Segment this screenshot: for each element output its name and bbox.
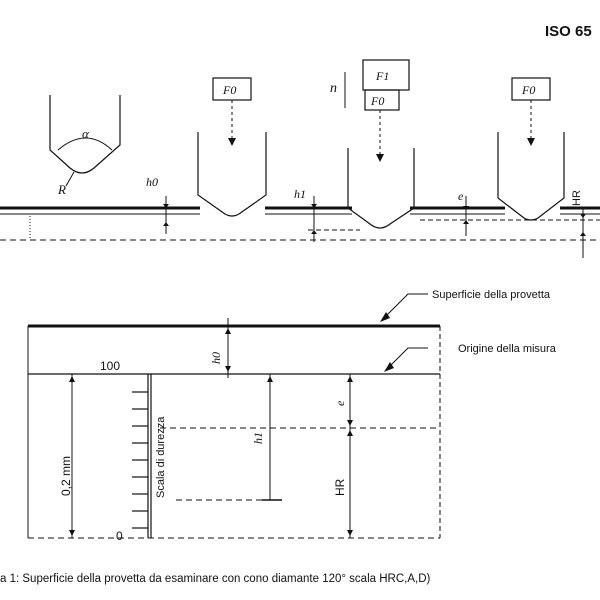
- indenter-preload: F0: [197, 77, 267, 217]
- force-f0-left-label: F0: [222, 83, 236, 97]
- scale-label: Scala di durezza: [155, 416, 167, 498]
- h1-dimension-bottom: h1: [251, 374, 282, 501]
- depth-label: 0,2 mm: [59, 456, 73, 496]
- e-dimension: e: [420, 189, 600, 236]
- indenter-total-load: F1 F0 n: [330, 59, 415, 229]
- e-label-bottom: e: [333, 400, 347, 406]
- h1-label-top: h1: [294, 187, 306, 201]
- top-figure: α R h0 F0 h1 F1: [0, 59, 600, 258]
- e-label-top: e: [458, 189, 464, 203]
- force-f0-middle-label: F0: [370, 94, 384, 108]
- indenter-recovery: F0: [497, 77, 565, 221]
- standard-number: ISO 65: [545, 23, 592, 40]
- radius-label: R: [57, 182, 66, 197]
- callout-origin-text: Origine della misura: [458, 343, 557, 355]
- hr-label-bottom: HR: [333, 478, 347, 496]
- bottom-figure: Superficie della provetta Origine della …: [27, 289, 557, 543]
- h0-label-top: h0: [146, 175, 158, 189]
- h0-label-bottom: h0: [209, 352, 223, 364]
- figure-caption: a 1: Superficie della provetta da esamin…: [0, 573, 430, 585]
- force-f1-label: F1: [375, 69, 389, 83]
- hr-label-top: HR: [571, 190, 583, 206]
- force-f0-right-label: F0: [521, 83, 535, 97]
- scale-top-value: 100: [100, 359, 120, 373]
- e-dimension-bottom: e: [333, 374, 353, 428]
- callout-surface-text: Superficie della provetta: [432, 289, 551, 301]
- h0-dimension: h0: [146, 175, 169, 234]
- force-mark: n: [330, 81, 337, 96]
- hr-dimension: HR: [571, 190, 586, 258]
- hr-dimension-bottom: HR: [333, 428, 353, 538]
- h1-dimension: h1: [294, 187, 360, 242]
- hardness-scale: Scala di durezza: [132, 374, 167, 538]
- h1-label-bottom: h1: [251, 432, 265, 444]
- scale-ticks: [132, 391, 148, 529]
- h0-dimension-bottom: h0: [209, 318, 231, 378]
- callout-surface: Superficie della provetta: [380, 289, 551, 322]
- indenter-geometry: α R: [49, 95, 121, 197]
- scale-bottom-value: 0: [116, 529, 123, 543]
- callout-origin: Origine della misura: [384, 343, 557, 372]
- depth-dimension: 0,2 mm: [59, 374, 75, 538]
- angle-alpha-label: α: [82, 126, 90, 141]
